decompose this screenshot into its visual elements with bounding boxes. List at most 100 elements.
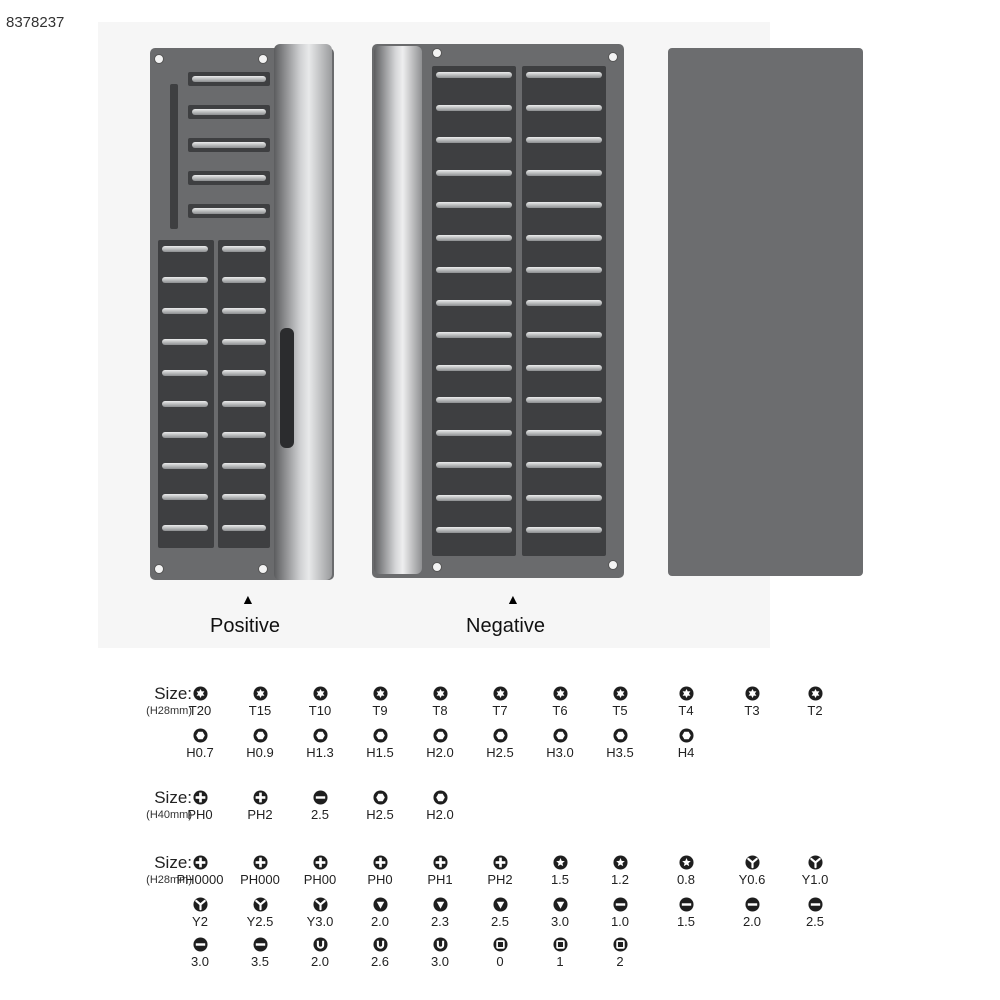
bit-size-value: PH000 bbox=[240, 872, 280, 887]
bit-size-cell: 2.0 bbox=[350, 897, 410, 929]
bit-slot bbox=[170, 84, 178, 229]
hex-icon bbox=[410, 728, 470, 743]
screw-icon bbox=[258, 54, 268, 64]
bit-size-value: 2.6 bbox=[370, 954, 390, 969]
bit-size-cell: T5 bbox=[590, 686, 650, 718]
bit bbox=[526, 299, 602, 306]
case-lid bbox=[668, 48, 863, 576]
bit-size-value: T8 bbox=[432, 703, 448, 718]
torx-icon bbox=[230, 686, 290, 701]
bit bbox=[436, 397, 512, 403]
bit-size-cell: T15 bbox=[230, 686, 290, 718]
bit-size-value: 1.5 bbox=[676, 914, 696, 929]
bit-size-value: 2.5 bbox=[805, 914, 825, 929]
bit-size-cell: 3.5 bbox=[230, 937, 290, 969]
bit bbox=[436, 494, 512, 501]
bit bbox=[436, 364, 512, 371]
bit-size-cell: 3.0 bbox=[170, 937, 230, 969]
screw-icon bbox=[608, 560, 618, 570]
bit-size-cell: 2 bbox=[590, 937, 650, 969]
bit-size-value: PH0 bbox=[367, 872, 393, 887]
bit-size-value: T9 bbox=[372, 703, 388, 718]
bit-size-value: Y3.0 bbox=[306, 914, 334, 929]
bit-slot bbox=[432, 66, 516, 556]
bit bbox=[192, 76, 266, 82]
bit bbox=[526, 332, 602, 338]
bit-size-value: H0.7 bbox=[186, 745, 214, 760]
bit-size-cell: 3.0 bbox=[530, 897, 590, 929]
hex-icon bbox=[350, 728, 410, 743]
bit-size-value: PH2 bbox=[247, 807, 273, 822]
bit bbox=[436, 137, 512, 143]
bit bbox=[526, 234, 602, 241]
bit bbox=[436, 332, 512, 338]
torx-icon bbox=[590, 686, 650, 701]
bit-size-value: 2.0 bbox=[310, 954, 330, 969]
bit bbox=[222, 525, 266, 531]
bit-size-value: T6 bbox=[552, 703, 568, 718]
bit-size-cell: 2.0 bbox=[290, 937, 350, 969]
hex-icon bbox=[470, 728, 530, 743]
bit bbox=[526, 267, 602, 273]
phillips-icon bbox=[290, 855, 350, 870]
size-label-text: Size: bbox=[154, 684, 192, 703]
bit bbox=[162, 463, 208, 469]
triangle-icon bbox=[410, 897, 470, 912]
bit-size-value: H2.0 bbox=[426, 745, 454, 760]
arrow-up-icon: ▲ bbox=[506, 591, 520, 607]
bit-size-cell: PH0000 bbox=[170, 855, 230, 887]
hex-icon bbox=[230, 728, 290, 743]
bit-size-cell: 0.8 bbox=[656, 855, 716, 887]
hex-icon bbox=[530, 728, 590, 743]
bit-size-value: T5 bbox=[612, 703, 628, 718]
screw-icon bbox=[258, 564, 268, 574]
bit-size-cell: Y3.0 bbox=[290, 897, 350, 929]
bit-size-value: T15 bbox=[248, 703, 272, 718]
screw-icon bbox=[432, 562, 442, 572]
caption-negative: Negative bbox=[466, 615, 545, 637]
torx-icon bbox=[530, 686, 590, 701]
bit bbox=[526, 364, 602, 371]
screw-icon bbox=[432, 48, 442, 58]
bit-size-cell: PH0 bbox=[170, 790, 230, 822]
size-label: Size:(H28mm) bbox=[112, 684, 192, 717]
slot-icon bbox=[722, 897, 782, 912]
bit-size-cell: T10 bbox=[290, 686, 350, 718]
pentalobe-icon bbox=[590, 855, 650, 870]
caption-positive: Positive bbox=[210, 615, 281, 637]
phillips-icon bbox=[410, 855, 470, 870]
bit-size-cell: 2.5 bbox=[470, 897, 530, 929]
bit bbox=[162, 339, 208, 345]
bit bbox=[526, 202, 602, 208]
bit-slot bbox=[522, 66, 606, 556]
torx-icon bbox=[656, 686, 716, 701]
screwdriver-grip bbox=[280, 328, 294, 448]
bit bbox=[222, 277, 266, 283]
bit bbox=[526, 137, 602, 143]
slot-icon bbox=[785, 897, 845, 912]
bit bbox=[526, 462, 602, 468]
screwdriver bbox=[274, 44, 332, 580]
bit-size-cell: H1.3 bbox=[290, 728, 350, 760]
bit-size-value: 2 bbox=[616, 954, 624, 969]
bit-size-value: Y2.5 bbox=[246, 914, 274, 929]
bit bbox=[436, 169, 512, 176]
screwdriver bbox=[374, 46, 422, 574]
phillips-icon bbox=[170, 790, 230, 805]
phillips-icon bbox=[230, 790, 290, 805]
bit-size-value: 1.0 bbox=[610, 914, 630, 929]
hex-icon bbox=[170, 728, 230, 743]
bit-size-cell: 1.0 bbox=[590, 897, 650, 929]
bit-size-value: Y1.0 bbox=[801, 872, 829, 887]
bit bbox=[162, 401, 208, 407]
bit-size-cell: 2.0 bbox=[722, 897, 782, 929]
bit-size-cell: T2 bbox=[785, 686, 845, 718]
bit-size-cell: PH2 bbox=[230, 790, 290, 822]
size-label-text: Size: bbox=[154, 853, 192, 872]
bit bbox=[162, 246, 208, 252]
tri-wing-icon bbox=[722, 855, 782, 870]
bit-size-value: PH00 bbox=[303, 872, 337, 887]
bit-slot bbox=[158, 240, 214, 548]
bit bbox=[192, 109, 266, 115]
bit bbox=[222, 246, 266, 252]
